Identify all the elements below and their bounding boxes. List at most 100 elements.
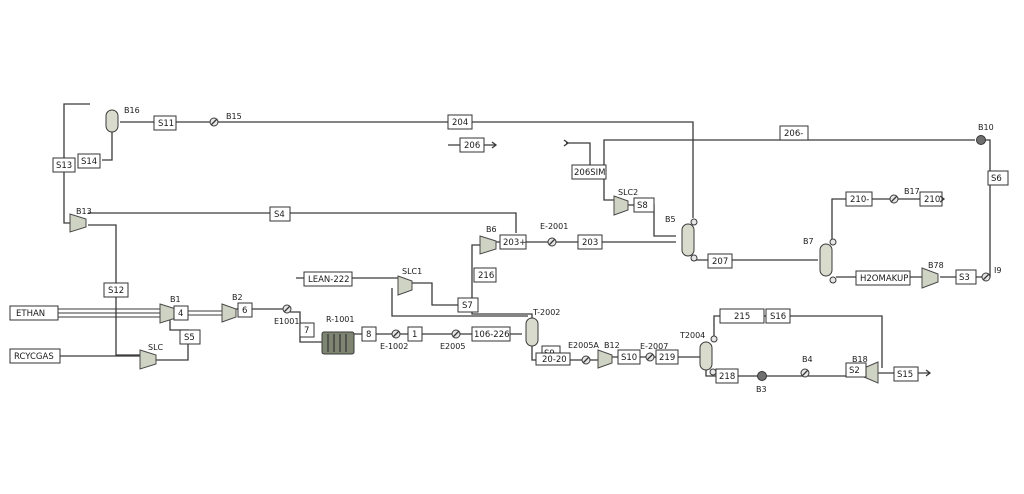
compressor-b12[interactable]: B12 [597,341,620,369]
stream-label-203[interactable]: 203 [577,234,603,250]
block-label: B16 [124,106,140,115]
heater-i9[interactable]: I9 [981,266,1001,282]
block-label: B18 [852,355,868,364]
stream-label-s11[interactable]: S11 [153,115,177,131]
block-label: B3 [756,385,767,394]
block-label: B7 [803,237,814,246]
block-label: E1001 [274,317,299,326]
stream-label-215[interactable]: 215 [719,308,765,324]
stream-label-lean222[interactable]: LEAN-222 [303,271,353,287]
stream-label-s7[interactable]: S7 [457,297,479,313]
stream-label-207[interactable]: 207 [707,253,733,269]
arrowheads [491,139,946,377]
stream-label-1[interactable]: 1 [407,326,423,342]
stream-label-206[interactable]: 206 [459,137,485,153]
stream-label-s2[interactable]: S2 [845,362,867,378]
svg-text:RCYCGAS: RCYCGAS [14,352,54,362]
block-label: B17 [904,187,920,196]
stream-label-s3[interactable]: S3 [955,269,977,285]
stream-labels: ETHAN RCYCGAS S12 S13 S14 S11 204 206 [9,114,1009,384]
line-s7 [412,282,472,306]
compressor-b78[interactable]: B78 [921,261,944,289]
stream-label-s6[interactable]: S6 [987,170,1009,186]
block-label: B5 [665,215,676,224]
pump-b3[interactable]: B3 [756,371,767,395]
heater-b4[interactable]: B4 [800,355,813,378]
stream-label-s10[interactable]: S10 [617,349,641,365]
stream-label-rcycgas[interactable]: RCYCGAS [9,348,61,364]
svg-text:219: 219 [659,353,675,363]
svg-text:S7: S7 [462,301,473,311]
svg-text:S14: S14 [81,157,97,167]
stream-label-s5[interactable]: S5 [179,329,201,345]
heater-e2005[interactable]: E2005 [440,329,465,351]
line-210 [831,198,944,240]
stream-label-4[interactable]: 4 [173,305,189,321]
stream-label-203plus[interactable]: 203+ [499,234,527,250]
stream-label-h2omakup[interactable]: H2OMAKUP [855,270,911,286]
compressor-slc1[interactable]: SLC1 [397,267,422,296]
compressor-b2[interactable]: B2 [221,293,243,323]
svg-text:210: 210 [924,195,940,205]
stream-label-s13[interactable]: S13 [52,157,76,173]
heater-e2007[interactable]: E-2007 [640,342,668,362]
stream-label-s12[interactable]: S12 [103,282,129,298]
stream-label-106-226[interactable]: 106-226 [471,326,511,342]
heater-e1001[interactable]: E1001 [274,304,299,326]
equipment: B16 B15 B10 SLC2 B5 B17 [69,106,1001,395]
svg-text:203: 203 [582,238,598,248]
block-label: B1 [170,295,181,304]
stream-label-219[interactable]: 219 [655,349,679,365]
stream-label-ethan[interactable]: ETHAN [9,305,59,321]
compressor-b6[interactable]: B6 [479,225,497,255]
pump-b10[interactable]: B10 [976,123,994,145]
column-b5[interactable]: B5 [665,215,698,262]
line-216 [471,244,533,322]
stream-label-204[interactable]: 204 [447,114,473,130]
flash-drum-b16[interactable]: B16 [105,106,140,133]
compressor-b13[interactable]: B13 [69,207,92,233]
compressor-slc[interactable]: SLC [139,343,164,370]
stream-label-206sim[interactable]: 206SIM [571,164,607,180]
heater-e1002[interactable]: E-1002 [380,329,408,351]
reactor-r1001[interactable]: R-1001 [321,315,355,355]
stream-label-20-20[interactable]: 20-20 [535,352,571,366]
stream-label-206-dash[interactable]: 206- [779,125,809,141]
stream-label-216[interactable]: 216 [473,267,497,283]
stream-label-210-dash[interactable]: 210- [845,191,873,207]
column-b7[interactable]: B7 [803,237,837,284]
stream-label-6[interactable]: 6 [237,302,253,318]
svg-text:207: 207 [712,257,728,267]
stream-label-s14[interactable]: S14 [77,153,101,169]
line-218 [705,368,862,377]
line-s16 [713,315,883,368]
block-label: T2004 [679,331,705,340]
heater-b17[interactable]: B17 [889,187,920,204]
block-label: B12 [604,341,620,350]
line-s4 [88,212,517,233]
stream-label-218[interactable]: 218 [715,368,739,384]
block-label: B13 [76,207,92,216]
stream-label-8[interactable]: 8 [361,326,377,342]
svg-text:7: 7 [304,326,309,336]
stream-label-7[interactable]: 7 [299,322,315,338]
block-label: E2005A [568,341,599,350]
heater-e2005a[interactable]: E2005A [568,341,599,365]
stream-label-s8[interactable]: S8 [633,197,655,213]
line-s3 [940,139,991,278]
column-t2002[interactable]: T-2002 [525,308,560,347]
column-t2004[interactable]: T2004 [679,331,718,376]
compressor-slc2[interactable]: SLC2 [613,188,638,216]
stream-label-s15[interactable]: S15 [893,366,919,382]
heater-e2001[interactable]: E-2001 [540,222,568,247]
block-label: I9 [994,266,1001,275]
line-206sim [566,142,591,172]
svg-text:20-20: 20-20 [542,355,567,365]
stream-label-s16[interactable]: S16 [765,308,791,324]
stream-label-s4[interactable]: S4 [269,206,291,222]
block-label: R-1001 [326,315,354,324]
block-label: E-1002 [380,342,408,351]
heater-b15[interactable]: B15 [209,112,242,127]
stream-label-210[interactable]: 210 [919,191,943,207]
svg-text:S8: S8 [637,201,648,211]
